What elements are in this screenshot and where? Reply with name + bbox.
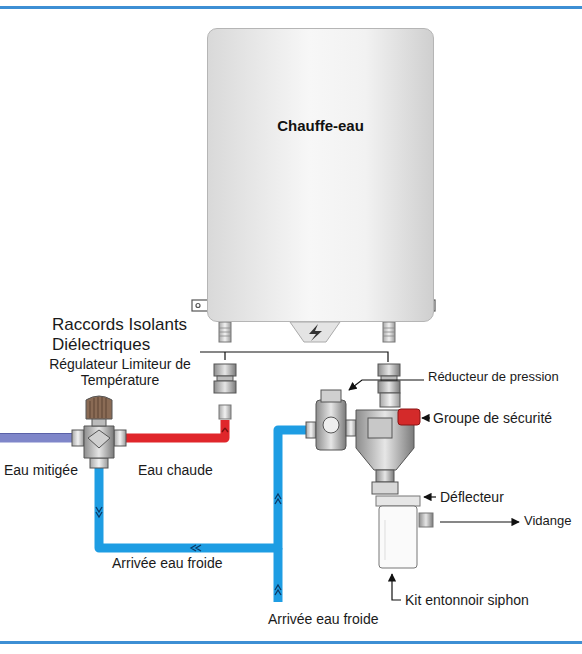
mixing-valve: [72, 396, 126, 468]
tank-title: Chauffe-eau: [208, 117, 433, 134]
cold-water-pipe: [99, 430, 306, 548]
funnel-siphon: [376, 496, 433, 568]
deflector: [372, 470, 398, 494]
frame-band: [0, 6, 582, 9]
part-label: Kit entonnoir siphon: [405, 592, 529, 608]
frame-band: [0, 641, 582, 644]
part-label: Régulateur Limiteur de Température: [40, 356, 200, 388]
safety-group: [356, 393, 420, 470]
hot-water-pipe: [120, 420, 225, 438]
flow-chevrons: [96, 494, 281, 595]
outlet-label: Vidange: [524, 514, 571, 529]
water-heater-tank: Chauffe-eau: [207, 28, 434, 322]
pipe-label: Arrivée eau froide: [268, 611, 379, 627]
dielectric-fitting: [214, 364, 400, 393]
pressure-reducer: [306, 390, 356, 450]
flow-chevrons: [222, 428, 228, 432]
leader-bracket: [200, 352, 388, 362]
pipe-edge: [0, 433, 80, 434]
cold-water-pipe: [274, 548, 283, 602]
part-label: Déflecteur: [440, 489, 504, 505]
pipe-nut: [219, 405, 231, 419]
pipe-label: Eau chaude: [138, 462, 213, 478]
fitting-label: Raccords Isolants Diélectriques: [52, 315, 227, 354]
mixed-water-pipe: [0, 434, 80, 443]
pipe-stub: [219, 322, 395, 342]
pipe-label: Arrivée eau froide: [112, 555, 223, 571]
electric-cover: [290, 322, 340, 342]
knob-ridges: [90, 397, 106, 418]
part-label: Groupe de sécurité: [433, 410, 552, 426]
lightning-symbol: [309, 324, 322, 341]
pipe-label: Eau mitigée: [4, 462, 78, 478]
part-label: Réducteur de pression: [428, 370, 559, 385]
thread: [219, 328, 395, 336]
